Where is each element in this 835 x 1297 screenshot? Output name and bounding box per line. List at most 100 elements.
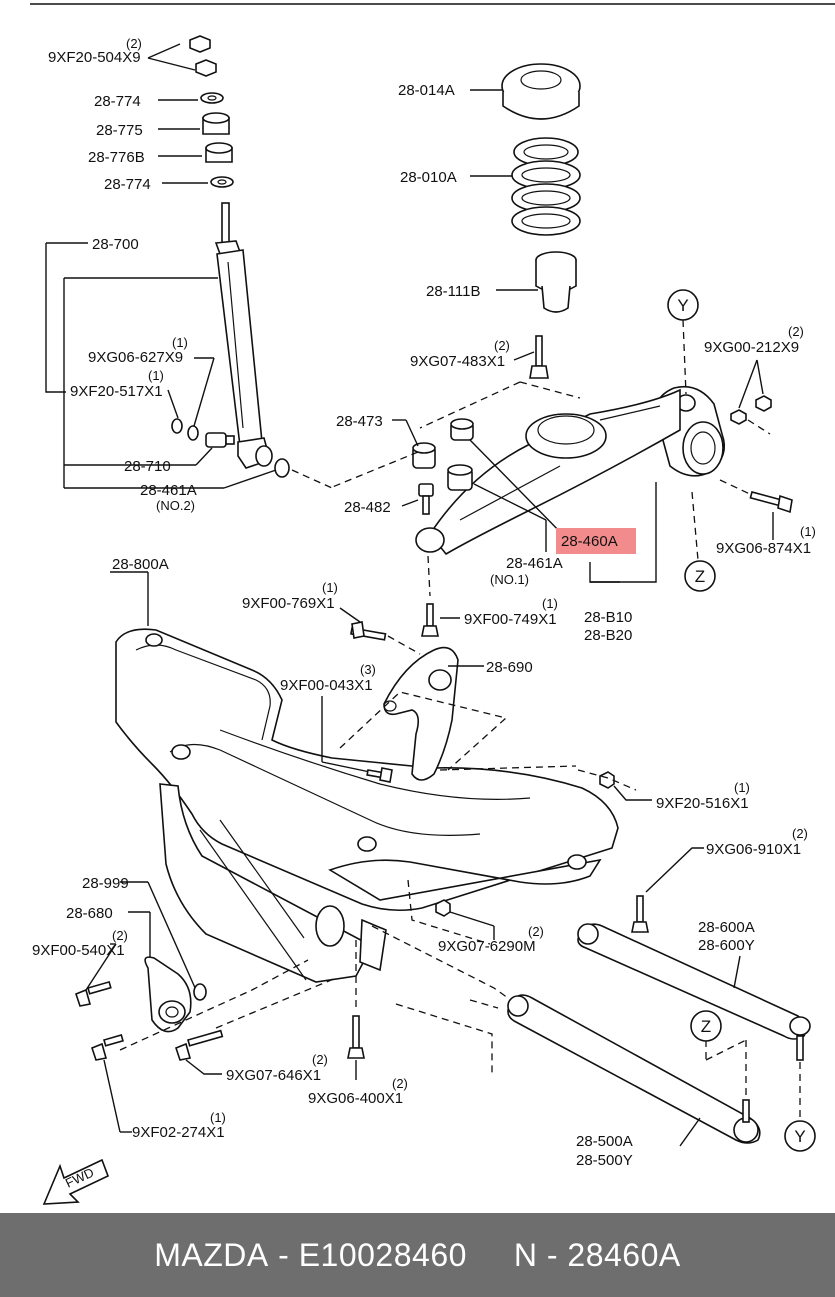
- lateral-link-lower-icon: [507, 994, 761, 1144]
- part-label: 28-680: [66, 905, 113, 922]
- part-label: 28-482: [344, 499, 391, 516]
- part-label: 28-700: [92, 236, 139, 253]
- part-label: 9XF00-043X1: [280, 677, 373, 694]
- bump-stop-icon: [535, 251, 577, 313]
- bolt-icon: [347, 1015, 365, 1059]
- qty-label: (2): [112, 928, 128, 943]
- part-label: 28-473: [336, 413, 383, 430]
- nut-pair-icon: [189, 35, 217, 77]
- separator: -: [268, 1236, 299, 1273]
- bushing-icon: [450, 418, 474, 441]
- subframe-icon: [115, 628, 619, 983]
- bolt-icon: [529, 335, 549, 379]
- nut-pair-icon: [730, 395, 772, 425]
- part-label: 28-B10: [584, 609, 632, 626]
- qty-label: (1): [210, 1110, 226, 1125]
- qty-label: (2): [126, 36, 142, 51]
- qty-label: (2): [792, 826, 808, 841]
- n-prefix: N: [513, 1236, 538, 1273]
- bolt-icon: [366, 767, 393, 783]
- bolt-icon: [205, 432, 235, 448]
- exploded-parts-diagram: Y Z Z Y FWD (2) 9XF20-504X9 28-774 28-77…: [30, 3, 835, 1205]
- part-label: 9XF00-749X1: [464, 611, 557, 628]
- highlighted-part-label: 28-460A: [561, 533, 618, 550]
- bolt-icon: [421, 603, 439, 637]
- n-code: 28460A: [567, 1236, 681, 1273]
- bushing-icon: [447, 464, 473, 491]
- part-number-banner: MAZDA - E10028460 N - 28460A: [0, 1213, 835, 1297]
- washer-icon: [200, 92, 224, 104]
- part-label: 9XF20-516X1: [656, 795, 749, 812]
- mount-bracket-icon: [144, 956, 192, 1033]
- part-label: 9XG06-400X1: [308, 1090, 403, 1107]
- brand-text: MAZDA: [154, 1236, 269, 1273]
- bushing-icon: [205, 142, 233, 163]
- part-label: 9XG07-483X1: [410, 353, 505, 370]
- qty-label: (2): [392, 1076, 408, 1091]
- part-label: 28-776B: [88, 149, 145, 166]
- coil-spring-icon: [511, 137, 581, 236]
- qty-label: (1): [322, 580, 338, 595]
- part-label: 28-500A: [576, 1133, 633, 1150]
- part-label: 9XG06-874X1: [716, 540, 811, 557]
- bushing-icon: [412, 442, 436, 469]
- bushing-icon: [274, 458, 290, 478]
- part-label: 28-774: [94, 93, 141, 110]
- lateral-link-upper-icon: [577, 923, 811, 1061]
- part-label: 28-461A: [506, 555, 563, 572]
- part-label: 28-600Y: [698, 937, 755, 954]
- part-label: 28-014A: [398, 82, 455, 99]
- bolt-icon: [749, 491, 793, 514]
- part-label: 9XG07-6290M: [438, 938, 536, 955]
- part-label: 9XG06-910X1: [706, 841, 801, 858]
- part-label: 28-010A: [400, 169, 457, 186]
- part-label: 28-461A: [140, 482, 197, 499]
- svg-text:Z: Z: [695, 567, 705, 586]
- qty-label: (1): [800, 524, 816, 539]
- part-label: 9XG00-212X9: [704, 339, 799, 356]
- qty-label: (2): [312, 1052, 328, 1067]
- spring-seat-icon: [501, 63, 581, 120]
- part-label: 28-800A: [112, 556, 169, 573]
- qty-label: (2): [494, 338, 510, 353]
- bolt-icon: [631, 895, 649, 933]
- part-label: 28-690: [486, 659, 533, 676]
- washer-icon: [210, 176, 234, 188]
- washer-icon: [193, 983, 207, 1001]
- highlight-box: [556, 528, 636, 554]
- control-arm-icon: [429, 388, 681, 556]
- fwd-arrow-icon: FWD: [42, 1158, 110, 1205]
- washer-icon: [171, 418, 183, 434]
- bolt-icon: [91, 1034, 124, 1061]
- bushing-icon: [202, 112, 230, 135]
- part-label: 28-B20: [584, 627, 632, 644]
- bracket-icon: [383, 646, 459, 781]
- part-label: 9XF20-517X1: [70, 383, 163, 400]
- qty-label: (1): [148, 368, 164, 383]
- marker-z-mid: Z: [684, 560, 716, 592]
- part-label: 28-774: [104, 176, 151, 193]
- svg-text:Z: Z: [701, 1017, 711, 1036]
- part-label: 28-775: [96, 122, 143, 139]
- part-label: 9XG06-627X9: [88, 349, 183, 366]
- part-label: 28-600A: [698, 919, 755, 936]
- washer-icon: [187, 425, 199, 441]
- qty-label: (1): [542, 596, 558, 611]
- shock-absorber-icon: [214, 202, 273, 469]
- part-label: 28-999: [82, 875, 129, 892]
- nut-icon: [599, 771, 615, 789]
- qty-label: (NO.2): [156, 498, 195, 513]
- nut-icon: [435, 899, 451, 917]
- svg-text:Y: Y: [794, 1127, 805, 1146]
- bolt-icon: [350, 621, 387, 641]
- bolt-icon: [175, 1029, 224, 1061]
- spacer: [467, 1237, 514, 1274]
- part-label: 28-710: [124, 458, 171, 475]
- qty-label: (2): [528, 924, 544, 939]
- part-label: 9XG07-646X1: [226, 1067, 321, 1084]
- part-label: 28-111B: [426, 283, 481, 300]
- part-label: 9XF02-274X1: [132, 1124, 225, 1141]
- marker-y-low: Y: [784, 1120, 816, 1152]
- qty-label: (NO.1): [490, 572, 529, 587]
- svg-text:Y: Y: [677, 296, 688, 315]
